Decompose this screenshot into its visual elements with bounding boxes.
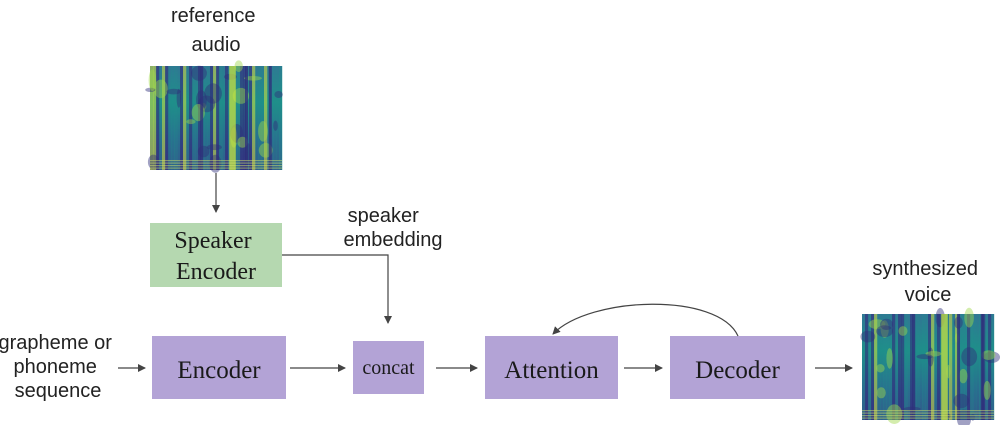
concat-block: concat xyxy=(353,341,424,394)
arrow-speaker-embedding-to-concat xyxy=(282,254,392,324)
encoder-block: Encoder xyxy=(152,336,286,399)
attention-label: Attention xyxy=(504,357,599,384)
encoder-label: Encoder xyxy=(177,357,261,384)
output-spectrogram-image xyxy=(860,307,1000,425)
reference-audio-label: reference audio xyxy=(171,5,261,56)
speaker-encoder-block: Speaker Encoder xyxy=(150,223,282,287)
speaker-encoder-label: Speaker Encoder xyxy=(174,228,257,285)
speaker-embedding-label: speaker embedding xyxy=(344,205,443,251)
reference-spectrogram-image xyxy=(145,60,283,173)
synthesized-voice-label: synthesized voice xyxy=(872,258,983,306)
concat-label: concat xyxy=(362,357,415,379)
input-sequence-label: grapheme or phoneme sequence xyxy=(0,332,117,402)
attention-block: Attention xyxy=(485,336,618,399)
decoder-label: Decoder xyxy=(695,357,780,384)
decoder-block: Decoder xyxy=(670,336,805,399)
arrow-decoder-feedback-to-attention xyxy=(552,303,739,337)
